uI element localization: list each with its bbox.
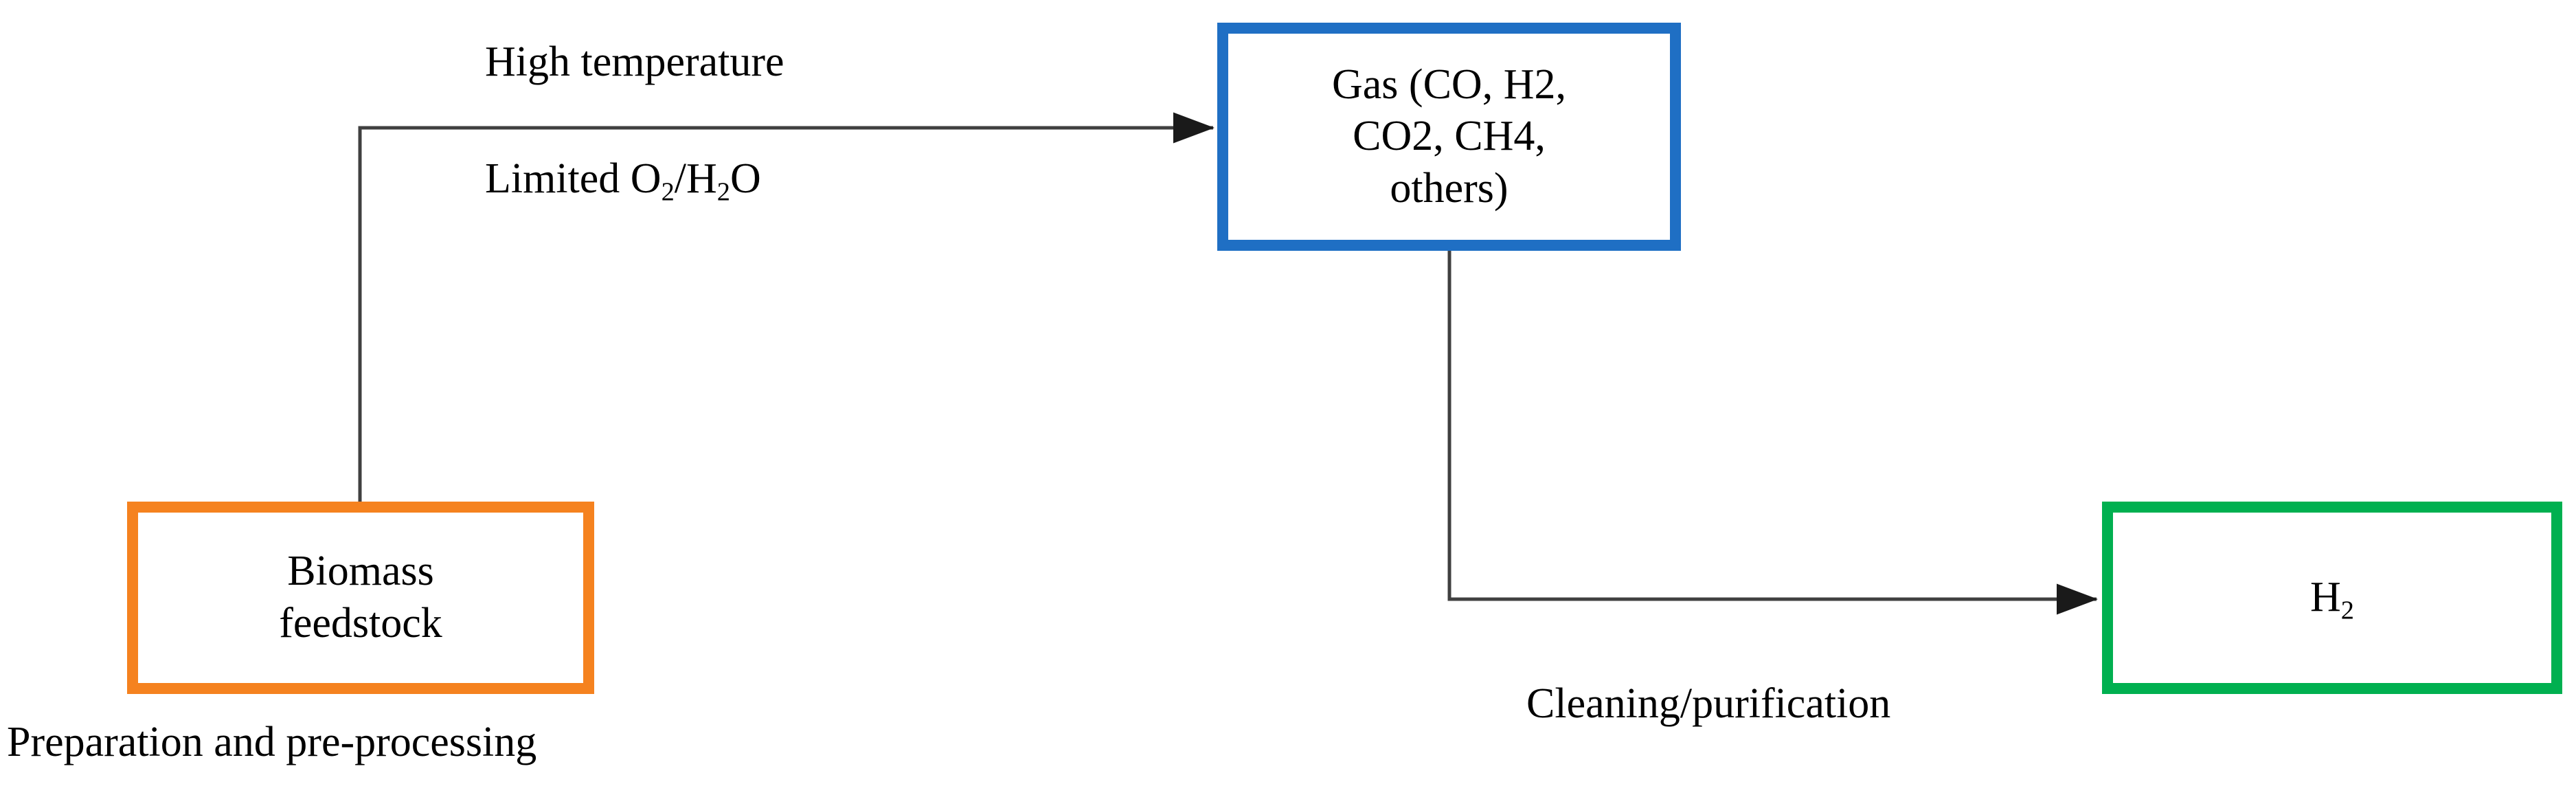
label-limited-sub-o: 2 (661, 177, 675, 207)
label-limited-prefix: Limited O (485, 155, 662, 202)
label-limited-o2-h2o: Limited O2/H2O (485, 155, 761, 205)
node-gas-product-label: Gas (CO, H2, CO2, CH4, others) (1332, 60, 1566, 212)
node-hydrogen[interactable]: H2 (2102, 502, 2562, 694)
label-limited-mid: /H (674, 155, 717, 202)
node-hydrogen-symbol: H (2310, 574, 2341, 621)
node-gas-product[interactable]: Gas (CO, H2, CO2, CH4, others) (1217, 23, 1681, 251)
node-hydrogen-label: H2 (2113, 572, 2551, 624)
connector-gas-to-hydrogen (1447, 247, 2098, 615)
node-biomass-feedstock-label: Biomass feedstock (279, 548, 442, 647)
node-biomass-feedstock[interactable]: Biomass feedstock (127, 502, 594, 694)
label-high-temperature: High temperature (485, 38, 784, 85)
label-limited-sub-h: 2 (716, 177, 731, 207)
node-hydrogen-subscript: 2 (2340, 596, 2354, 625)
label-preparation-and-pre-processing: Preparation and pre-processing (7, 719, 537, 765)
label-limited-suffix: O (730, 155, 761, 202)
label-cleaning-purification: Cleaning/purification (1526, 680, 1891, 727)
